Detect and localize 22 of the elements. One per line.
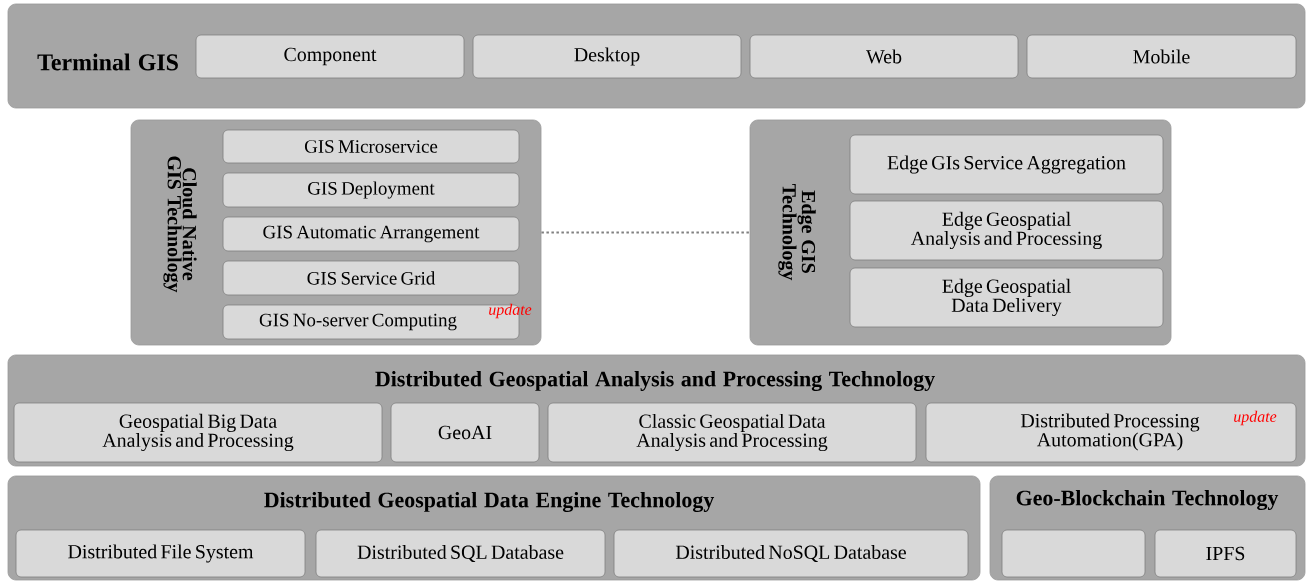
update-tag: update bbox=[1234, 410, 1277, 426]
item-box: GIS Deployment bbox=[222, 172, 520, 208]
item-box: GIS Service Grid bbox=[222, 260, 520, 296]
item-box: Edge GIs Service Aggregation bbox=[849, 134, 1164, 195]
item-box: GeoAI bbox=[390, 402, 540, 463]
item-box: IPFS bbox=[1154, 529, 1297, 578]
item-box: Web bbox=[749, 34, 1019, 79]
item-box: Desktop bbox=[472, 34, 742, 79]
item-box: Edge Geospatial Analysis and Processing bbox=[849, 200, 1164, 261]
item-box: Edge Geospatial Data Delivery bbox=[849, 267, 1164, 328]
item-box: Mobile bbox=[1026, 34, 1297, 79]
item-box: Component bbox=[195, 34, 465, 79]
item-box: GIS Microservice bbox=[222, 129, 520, 164]
item-box: Distributed File System bbox=[15, 529, 306, 578]
item-box bbox=[1001, 529, 1146, 578]
item-box: Distributed SQL Database bbox=[315, 529, 606, 578]
item-box: Geospatial Big Data Analysis and Processing bbox=[13, 402, 383, 463]
item-box: Distributed NoSQL Database bbox=[613, 529, 969, 578]
update-tag: update bbox=[489, 303, 532, 319]
item-box: Classic Geospatial Data Analysis and Processing bbox=[547, 402, 917, 463]
dotted-connector bbox=[541, 231, 750, 234]
item-box: GIS Automatic Arrangement bbox=[222, 216, 520, 252]
